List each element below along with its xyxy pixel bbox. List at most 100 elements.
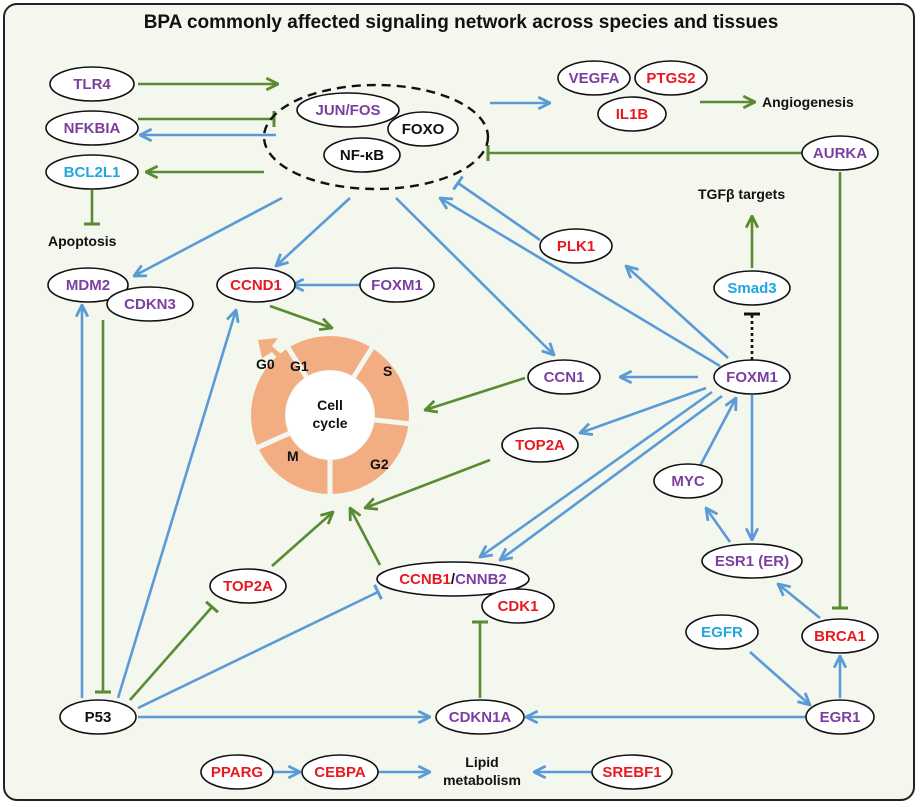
edge-foxm1-to-ccnb1-b — [500, 394, 723, 560]
node-cdkn3 — [106, 286, 194, 322]
cell-cycle-wheel: Cell cycle G0 G1 S G2 M — [250, 333, 421, 505]
node-bcl2l1 — [45, 154, 139, 190]
node-egr1 — [805, 699, 875, 735]
label-tlr4: TLR4 — [73, 76, 111, 93]
edge-plk1-inhibits-complex — [452, 175, 541, 242]
label-foxm1-top: FOXM1 — [371, 277, 423, 294]
node-foxm1-mid — [713, 359, 791, 395]
node-aurka — [801, 135, 879, 171]
edge-complex-to-mdm2 — [134, 196, 283, 276]
node-egfr — [685, 614, 759, 650]
phase-s: S — [383, 363, 392, 379]
label-jun-fos: JUN/FOS — [315, 102, 380, 119]
label-bcl2l1: BCL2L1 — [64, 164, 121, 181]
edge-egfr-to-egr1 — [749, 651, 810, 705]
node-jun-fos — [296, 92, 400, 128]
label-esr1: ESR1 (ER) — [715, 553, 789, 570]
label-egfr: EGFR — [701, 624, 743, 641]
edge-myc-to-foxm1 — [698, 398, 736, 467]
label-nfkbia: NFKBIA — [64, 120, 121, 137]
edge-foxm1-to-complex — [440, 198, 721, 368]
node-foxo — [387, 111, 459, 147]
edge-esr1-to-myc — [706, 508, 732, 543]
label-cdk1: CDK1 — [498, 598, 539, 615]
node-nfkbia — [45, 110, 139, 146]
label-egr1: EGR1 — [820, 709, 861, 726]
label-lipid-line1: Lipid — [465, 754, 498, 770]
label-myc: MYC — [671, 473, 705, 490]
node-plk1 — [539, 228, 613, 264]
label-cebpa: CEBPA — [314, 764, 366, 781]
node-esr1 — [701, 543, 803, 579]
label-apoptosis: Apoptosis — [48, 233, 117, 249]
label-ccnb1: CCNB1 — [399, 571, 451, 588]
label-ccn1: CCN1 — [544, 369, 585, 386]
label-ccnb1-cnnb2: CCNB1/CNNB2 — [399, 571, 507, 588]
label-angiogenesis: Angiogenesis — [762, 94, 854, 110]
cell-cycle-label-line2: cycle — [312, 415, 347, 431]
node-top2a-right — [501, 427, 579, 463]
node-pparg — [200, 754, 274, 790]
label-aurka: AURKA — [813, 145, 867, 162]
label-smad3: Smad3 — [727, 280, 776, 297]
phase-g0: G0 — [256, 356, 275, 372]
edge-ccnd1-to-cellcycle — [269, 304, 332, 328]
edge-p53-to-ccnd1 — [116, 310, 236, 699]
label-top2a-left: TOP2A — [223, 578, 273, 595]
label-brca1: BRCA1 — [814, 628, 866, 645]
node-il1b — [597, 96, 667, 132]
edge-ccn1-to-cellcycle — [425, 376, 526, 410]
label-plk1: PLK1 — [557, 238, 595, 255]
transcription-factor-complex — [262, 83, 490, 191]
edge-foxm1-to-top2a — [580, 386, 707, 433]
label-il1b: IL1B — [616, 106, 649, 123]
label-foxo: FOXO — [402, 121, 445, 138]
phase-g1: G1 — [290, 358, 309, 374]
node-ptgs2 — [634, 60, 708, 96]
label-cdkn3: CDKN3 — [124, 296, 176, 313]
node-ccnd1 — [216, 267, 296, 303]
node-smad3 — [713, 270, 791, 306]
node-nfkb — [323, 137, 401, 173]
node-brca1 — [801, 618, 879, 654]
edge-foxm1-to-plk1 — [626, 266, 729, 359]
node-myc — [653, 463, 723, 499]
label-cnnb2: CNNB2 — [455, 571, 507, 588]
phase-m: M — [287, 448, 299, 464]
node-foxm1-top — [359, 267, 435, 303]
cell-cycle-label-line1: Cell — [317, 397, 343, 413]
label-tgfb-targets: TGFβ targets — [698, 186, 785, 202]
edge-top2aleft-to-cellcycle — [271, 512, 333, 567]
node-ccn1 — [527, 359, 601, 395]
edge-brca1-to-esr1 — [778, 584, 821, 620]
node-cdk1 — [481, 588, 555, 624]
edge-top2a-to-cellcycle — [365, 458, 491, 508]
label-pparg: PPARG — [211, 764, 263, 781]
label-foxm1-mid: FOXM1 — [726, 369, 778, 386]
node-cdkn1a — [435, 699, 525, 735]
edge-foxm1-to-ccnb1-a — [480, 390, 713, 557]
edge-complex-to-ccnd1 — [276, 197, 351, 266]
node-ccnb1-cnnb2 — [376, 561, 530, 597]
label-slash: / — [451, 571, 456, 588]
label-ptgs2: PTGS2 — [646, 70, 695, 87]
label-nfkb: NF-κB — [340, 147, 384, 164]
node-top2a-left — [209, 568, 287, 604]
g0-arrow — [258, 338, 294, 372]
phase-g2: G2 — [370, 456, 389, 472]
label-srebf1: SREBF1 — [602, 764, 661, 781]
node-srebf1 — [591, 754, 673, 790]
label-top2a-right: TOP2A — [515, 437, 565, 454]
label-p53: P53 — [85, 709, 112, 726]
label-ccnd1: CCND1 — [230, 277, 282, 294]
node-vegfa — [557, 60, 631, 96]
edge-p53-inhibits-top2a — [129, 600, 219, 701]
edge-p53-inhibits-ccnb1 — [137, 584, 383, 710]
label-cdkn1a: CDKN1A — [449, 709, 512, 726]
label-vegfa: VEGFA — [569, 70, 620, 87]
edge-ccnb1-to-cellcycle — [350, 508, 382, 566]
edge-complex-to-ccn1 — [395, 197, 554, 355]
diagram-title: BPA commonly affected signaling network … — [143, 12, 779, 33]
